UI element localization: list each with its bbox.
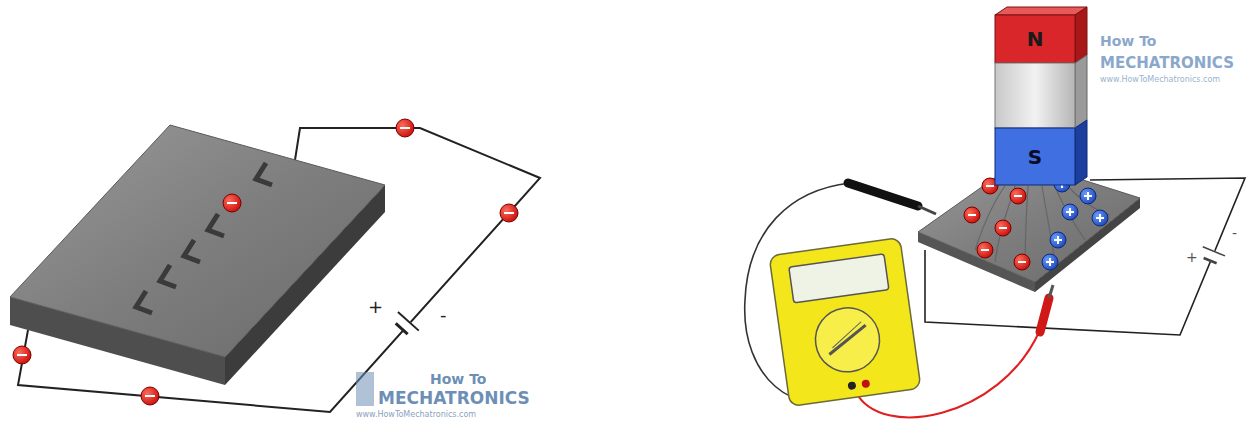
- field-line: [975, 186, 1110, 270]
- watermark: MECHATRONICS: [378, 390, 530, 407]
- red-probe: [1040, 285, 1053, 332]
- battery-symbol: [1199, 246, 1226, 266]
- positive-charge: [1042, 176, 1108, 270]
- watermark: How To: [430, 372, 486, 386]
- watermark: www.HowToMechatronics.com: [1100, 76, 1220, 84]
- battery-polarity: +: [1186, 250, 1198, 264]
- multimeter: [769, 238, 921, 407]
- black-probe: [848, 183, 936, 214]
- battery-polarity: -: [1232, 226, 1237, 240]
- bar-magnet: [995, 7, 1087, 185]
- electron: [13, 119, 518, 405]
- watermark-logo: [356, 372, 374, 406]
- watermark: www.HowToMechatronics.com: [356, 411, 476, 419]
- magnet-pole: N: [995, 15, 1075, 63]
- magnet-pole: S: [995, 128, 1075, 185]
- pole-letter: N: [1027, 29, 1044, 49]
- electron: [964, 178, 1030, 270]
- battery-polarity: -: [440, 306, 447, 324]
- conductor-plate: [10, 125, 385, 385]
- pole-letter: S: [1028, 147, 1042, 167]
- watermark: MECHATRONICS: [1100, 56, 1234, 71]
- watermark: How To: [1100, 34, 1156, 48]
- battery-polarity: +: [368, 298, 383, 316]
- flow-chevron: [136, 163, 272, 313]
- battery-symbol: [391, 311, 420, 339]
